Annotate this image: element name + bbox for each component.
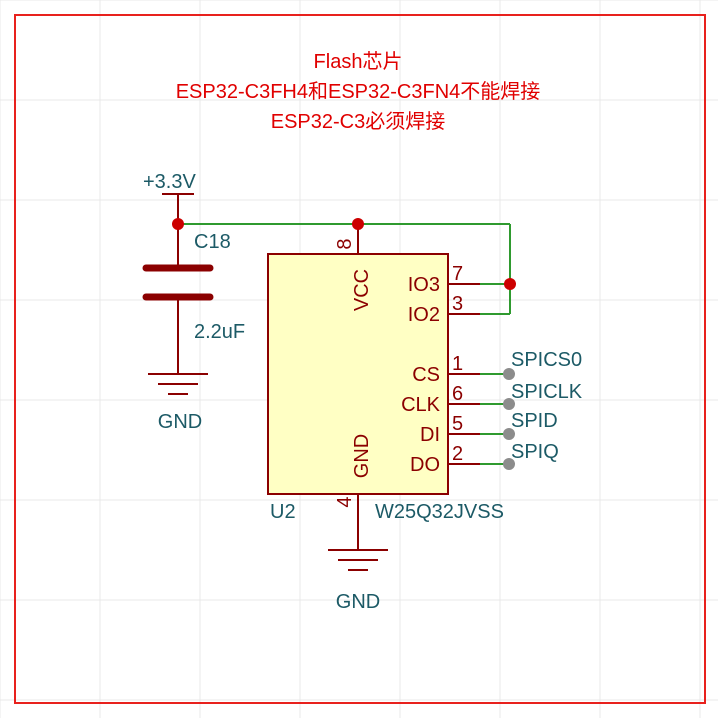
chip-pin-number: 2 [452, 443, 463, 465]
gnd-left-label: GND [158, 411, 202, 433]
chip-pin-name: IO2 [408, 304, 440, 326]
note-line-1: Flash芯片 [314, 50, 403, 73]
gnd-bottom-label: GND [336, 591, 380, 613]
netflag-spid-label: SPID [511, 410, 558, 432]
chip-pin-number: 5 [452, 413, 463, 435]
chip-pin-number: 3 [452, 293, 463, 315]
netflag-spiclk-marker [503, 398, 515, 410]
netflag-spics0-label: SPICS0 [511, 349, 582, 371]
cap-ref-label: C18 [194, 231, 231, 253]
junction-chip-vcc [352, 218, 364, 230]
chip-pin-number: 1 [452, 353, 463, 375]
chip-pin-name: IO3 [408, 274, 440, 296]
junction-cap-vcc [172, 218, 184, 230]
net-flags: SPICS0 SPICLK SPID SPIQ [503, 349, 583, 470]
chip-gnd-label: GND [351, 434, 373, 478]
cap-value-label: 2.2uF [194, 321, 245, 343]
netflag-spiq-marker [503, 458, 515, 470]
netflag-spiclk-label: SPICLK [511, 381, 583, 403]
sheet-border [14, 14, 706, 704]
netflag-spiq-label: SPIQ [511, 441, 559, 463]
netflag-spid-marker [503, 428, 515, 440]
chip-part-label: W25Q32JVSS [375, 501, 504, 523]
chip-pin-name: CS [412, 364, 440, 386]
chip-pin-number: 6 [452, 383, 463, 405]
chip-pin-name: DO [410, 454, 440, 476]
chip-pin-number: 7 [452, 263, 463, 285]
note-line-2: ESP32-C3FH4和ESP32-C3FN4不能焊接 [176, 80, 541, 103]
vcc-power-label: +3.3V [143, 171, 196, 193]
chip-pin-gnd-number: 4 [334, 496, 356, 507]
chip-pin-name: DI [420, 424, 440, 446]
chip-vcc-label: VCC [351, 269, 373, 311]
note-line-3: ESP32-C3必须焊接 [271, 110, 446, 133]
junction-pullup [504, 278, 516, 290]
chip-pin-vcc-number: 8 [334, 238, 356, 249]
chip-ref-label: U2 [270, 501, 296, 523]
netflag-spics0-marker [503, 368, 515, 380]
chip-pin-name: CLK [401, 394, 441, 416]
